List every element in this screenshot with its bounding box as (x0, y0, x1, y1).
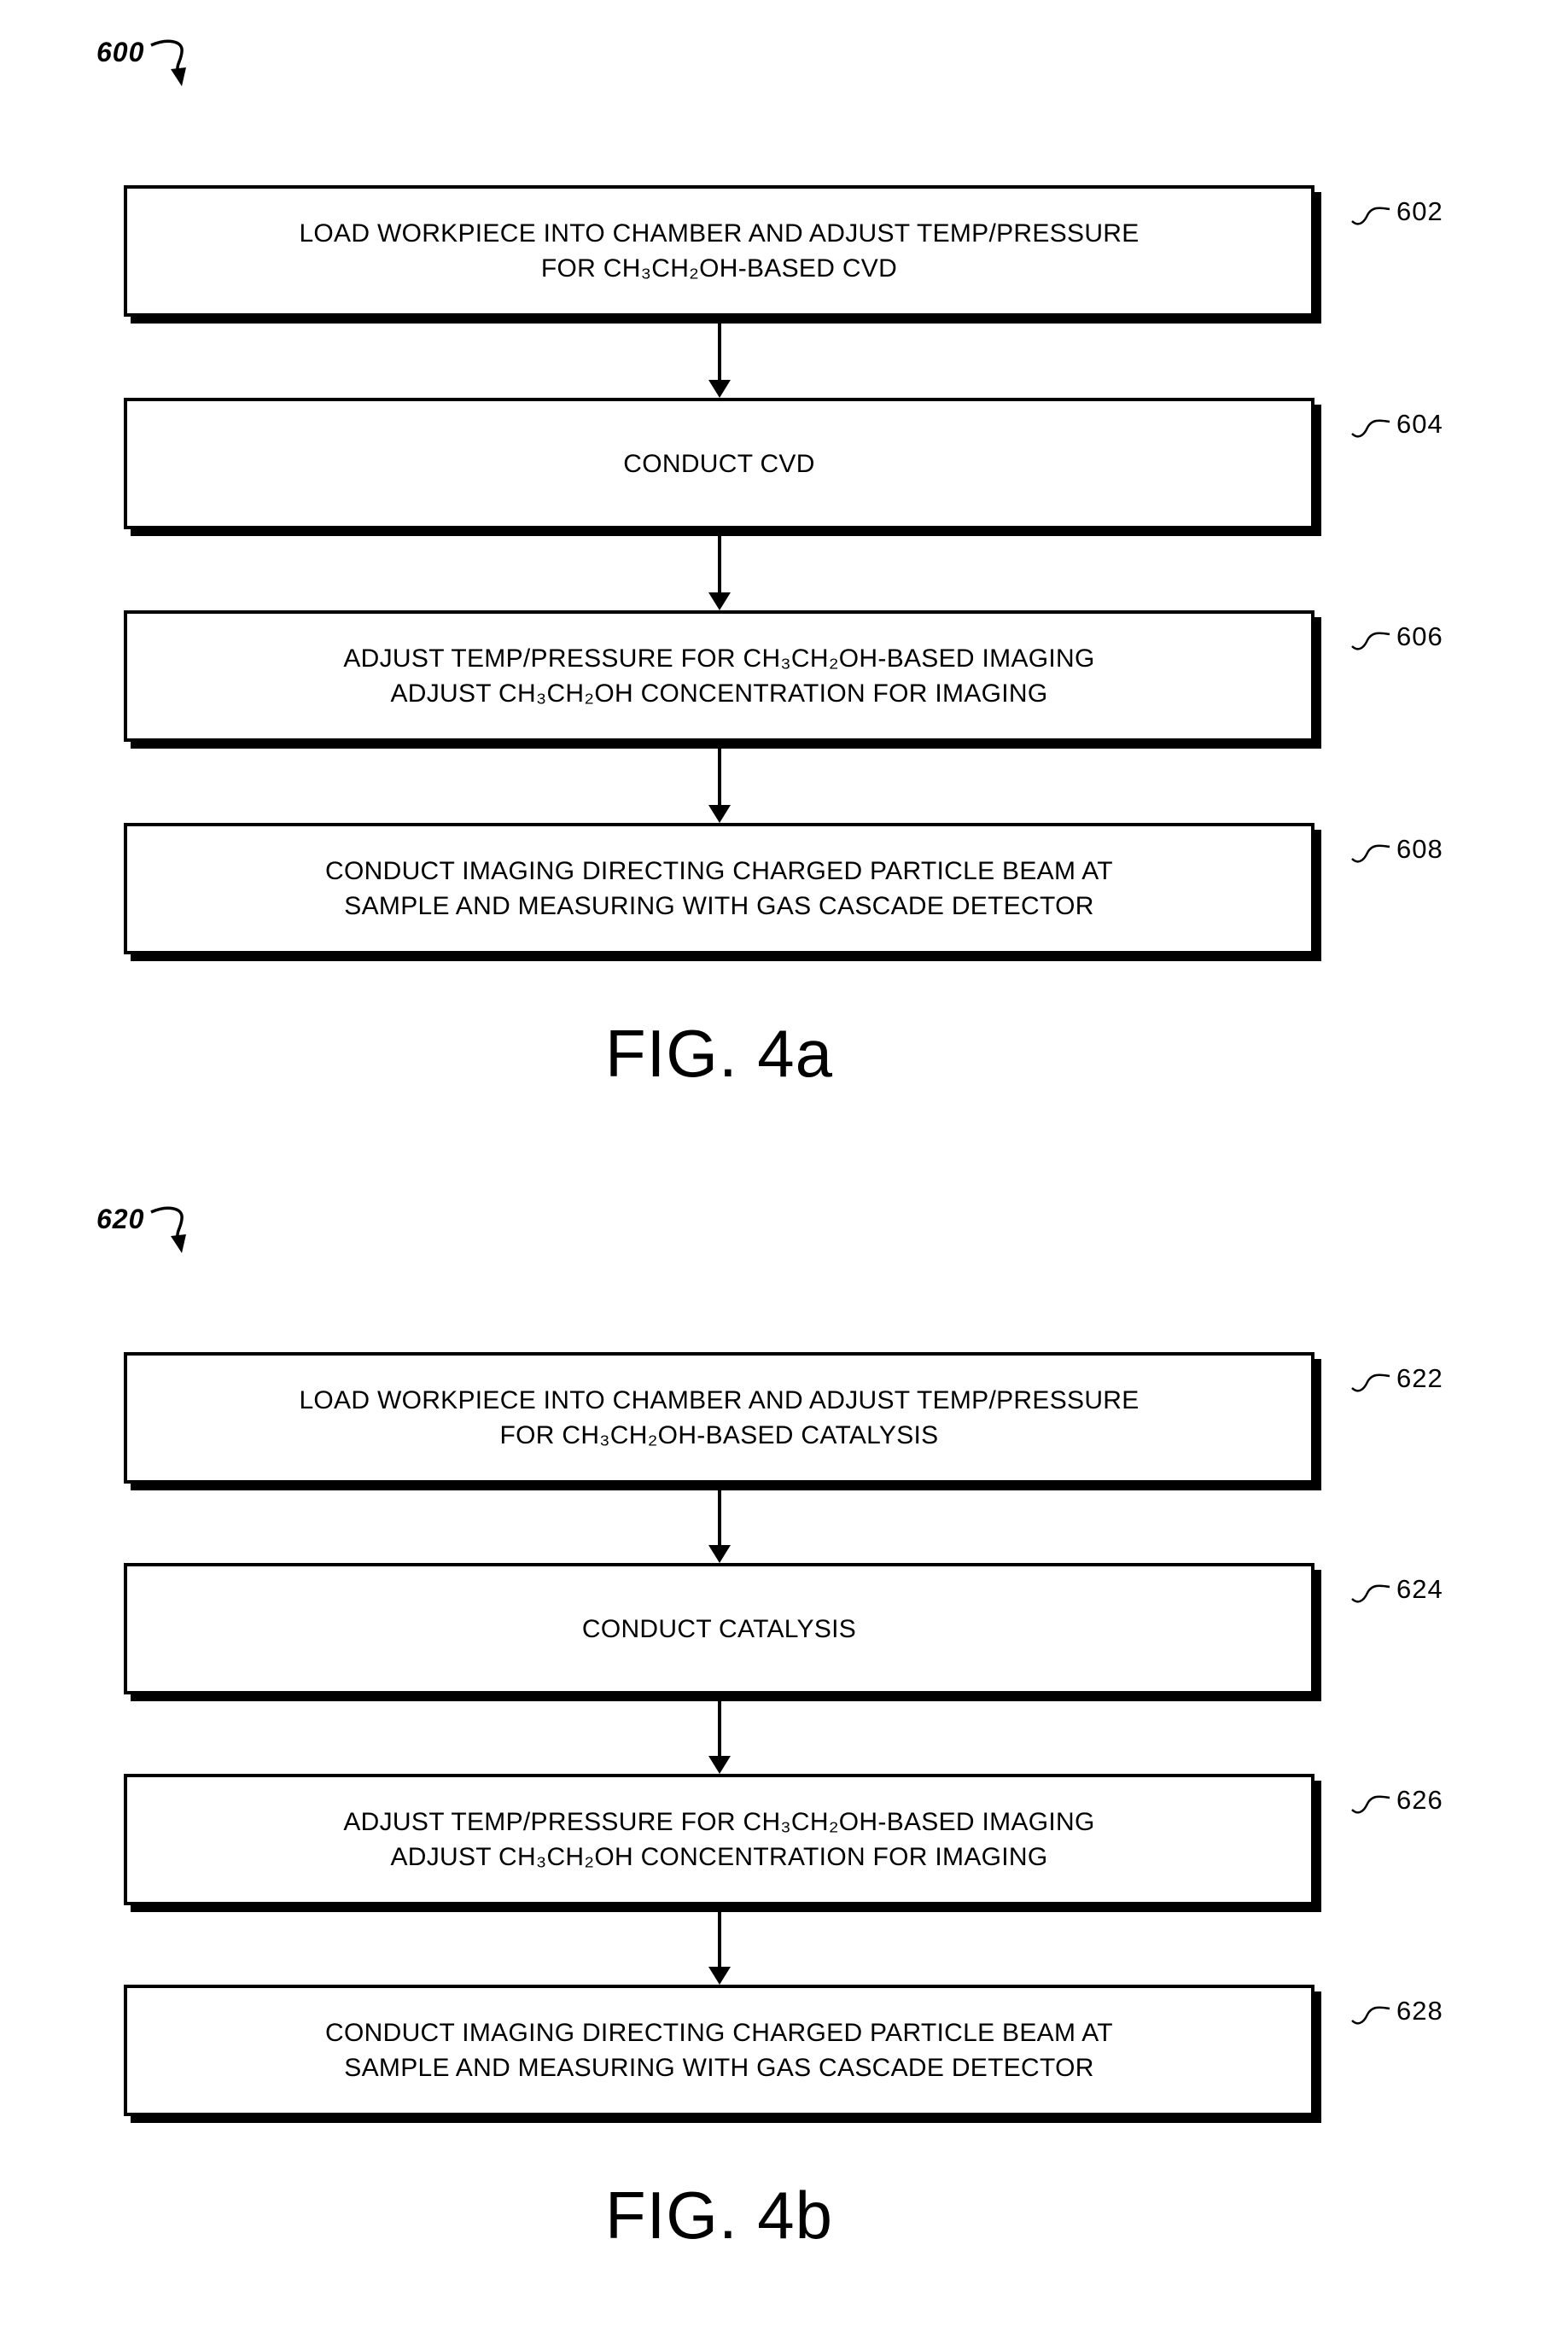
arrow-shaft (717, 1694, 721, 1756)
figure-id-number: 620 (96, 1204, 145, 1234)
flow-step: ADJUST TEMP/PRESSURE FOR CH₃CH₂OH-BASED … (124, 1774, 1443, 1905)
flow-box-text: SAMPLE AND MEASURING WITH GAS CASCADE DE… (344, 892, 1094, 920)
arrow-head (708, 1756, 731, 1774)
flow-step: LOAD WORKPIECE INTO CHAMBER AND ADJUST T… (124, 1352, 1443, 1484)
flow-box-text: ADJUST CH₃CH₂OH CONCENTRATION FOR IMAGIN… (390, 1843, 1048, 1871)
ref-numeral: 622 (1350, 1364, 1443, 1393)
ref-number: 604 (1396, 409, 1443, 439)
figure-caption: FIG. 4a (604, 1016, 834, 1091)
figure-caption: FIG. 4b (604, 2178, 834, 2253)
flow-step: CONDUCT IMAGING DIRECTING CHARGED PARTIC… (124, 823, 1443, 954)
ref-number: 606 (1396, 621, 1443, 651)
flow-box: ADJUST TEMP/PRESSURE FOR CH₃CH₂OH-BASED … (124, 610, 1314, 742)
arrow-head (708, 1545, 731, 1563)
flow-step: CONDUCT CATALYSIS 624 (124, 1563, 1443, 1694)
arrow-down-icon (124, 1905, 1314, 1985)
ref-numeral: 624 (1350, 1575, 1443, 1604)
arrow-head (708, 1967, 731, 1985)
figure-id-number: 600 (96, 37, 145, 67)
figure-4b: 620 LOAD WORKPIECE INTO CHAMBER AND ADJU… (96, 1205, 1443, 2253)
leader-line-icon (1351, 1584, 1390, 1603)
flow-step: CONDUCT CVD 604 (124, 398, 1443, 529)
ref-numeral: 628 (1350, 1997, 1443, 2026)
flow-box-text: CONDUCT IMAGING DIRECTING CHARGED PARTIC… (325, 2019, 1113, 2047)
arrow-shaft (717, 1484, 721, 1545)
flow-box-text: ADJUST TEMP/PRESSURE FOR CH₃CH₂OH-BASED … (343, 1808, 1095, 1836)
arrow-shaft (717, 317, 721, 380)
flow-step: CONDUCT IMAGING DIRECTING CHARGED PARTIC… (124, 1985, 1443, 2116)
label-arrow-icon (150, 39, 187, 86)
arrow-shaft (717, 742, 721, 805)
ref-number: 608 (1396, 834, 1443, 864)
leader-line-icon (1351, 207, 1390, 225)
leader-line-icon (1351, 2006, 1390, 2025)
ref-number: 628 (1396, 1996, 1443, 2026)
ref-numeral: 602 (1350, 197, 1443, 226)
flow-box-text: FOR CH₃CH₂OH-BASED CATALYSIS (499, 1421, 939, 1449)
arrow-shaft (717, 1905, 721, 1967)
flow-box-text: FOR CH₃CH₂OH-BASED CVD (540, 254, 898, 283)
ref-numeral: 604 (1350, 410, 1443, 439)
leader-line-icon (1351, 419, 1390, 438)
arrow-down-icon (124, 317, 1314, 398)
flow-box-text: CONDUCT CATALYSIS (581, 1614, 857, 1643)
flowchart-4b: LOAD WORKPIECE INTO CHAMBER AND ADJUST T… (124, 1352, 1443, 2116)
ref-number: 602 (1396, 196, 1443, 226)
flow-box: CONDUCT CVD (124, 398, 1314, 529)
flow-box: LOAD WORKPIECE INTO CHAMBER AND ADJUST T… (124, 185, 1314, 317)
arrow-shaft (717, 529, 721, 592)
leader-line-icon (1351, 1373, 1390, 1392)
ref-number: 622 (1396, 1363, 1443, 1393)
arrow-down-icon (124, 1694, 1314, 1774)
leader-line-icon (1351, 844, 1390, 863)
flow-box-text: CONDUCT IMAGING DIRECTING CHARGED PARTIC… (325, 857, 1113, 885)
ref-numeral: 626 (1350, 1786, 1443, 1815)
flow-box-text: ADJUST CH₃CH₂OH CONCENTRATION FOR IMAGIN… (390, 679, 1048, 708)
arrow-head (708, 592, 731, 610)
flow-box: CONDUCT IMAGING DIRECTING CHARGED PARTIC… (124, 823, 1314, 954)
figure-4a: 600 LOAD WORKPIECE INTO CHAMBER AND ADJU… (96, 38, 1443, 1091)
figure-id-label: 600 (96, 38, 1314, 100)
flow-step: LOAD WORKPIECE INTO CHAMBER AND ADJUST T… (124, 185, 1443, 317)
flow-box-text: CONDUCT CVD (623, 449, 815, 478)
ref-numeral: 608 (1350, 835, 1443, 864)
label-arrow-icon (150, 1206, 187, 1253)
flow-box-text: LOAD WORKPIECE INTO CHAMBER AND ADJUST T… (299, 1386, 1140, 1414)
flow-box-text: SAMPLE AND MEASURING WITH GAS CASCADE DE… (344, 2054, 1094, 2082)
leader-line-icon (1351, 632, 1390, 650)
ref-number: 626 (1396, 1785, 1443, 1815)
arrow-head (708, 805, 731, 823)
flow-box-text: ADJUST TEMP/PRESSURE FOR CH₃CH₂OH-BASED … (343, 644, 1095, 673)
flow-box: LOAD WORKPIECE INTO CHAMBER AND ADJUST T… (124, 1352, 1314, 1484)
ref-number: 624 (1396, 1574, 1443, 1604)
arrow-down-icon (124, 742, 1314, 823)
flow-box: CONDUCT CATALYSIS (124, 1563, 1314, 1694)
arrow-down-icon (124, 1484, 1314, 1563)
arrow-head (708, 380, 731, 398)
flow-box: ADJUST TEMP/PRESSURE FOR CH₃CH₂OH-BASED … (124, 1774, 1314, 1905)
flow-box: CONDUCT IMAGING DIRECTING CHARGED PARTIC… (124, 1985, 1314, 2116)
arrow-down-icon (124, 529, 1314, 610)
ref-numeral: 606 (1350, 622, 1443, 651)
figure-id-label: 620 (96, 1205, 1314, 1267)
flow-step: ADJUST TEMP/PRESSURE FOR CH₃CH₂OH-BASED … (124, 610, 1443, 742)
flowchart-4a: LOAD WORKPIECE INTO CHAMBER AND ADJUST T… (124, 185, 1443, 954)
leader-line-icon (1351, 1795, 1390, 1814)
flow-box-text: LOAD WORKPIECE INTO CHAMBER AND ADJUST T… (299, 219, 1140, 248)
